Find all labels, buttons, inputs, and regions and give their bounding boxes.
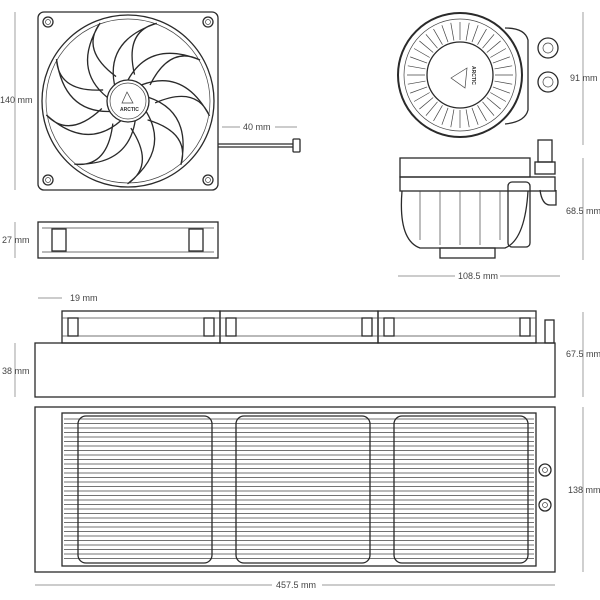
- fan-blade: [127, 111, 156, 185]
- pump-fin: [482, 34, 495, 49]
- fan-blade: [127, 52, 201, 86]
- radiator-length-label: 457.5 mm: [276, 580, 316, 590]
- fan-blade: [112, 22, 158, 86]
- pump-fin: [413, 92, 430, 102]
- fan-blade: [147, 96, 184, 165]
- pump-width-label: 108.5 mm: [458, 271, 498, 281]
- pump-fin: [450, 109, 455, 128]
- pump-fin: [486, 97, 501, 110]
- pump-fin: [490, 92, 507, 102]
- radiator-side-view: [34, 310, 556, 398]
- fan-connector: [292, 138, 301, 153]
- pump-fin: [441, 107, 449, 125]
- radiator-front-view: [34, 406, 556, 573]
- fan-blade: [87, 22, 117, 98]
- fan-front-view: ARCTIC: [37, 11, 301, 191]
- pump-fin: [486, 40, 501, 53]
- svg-text:ARCTIC: ARCTIC: [470, 66, 476, 85]
- arctic-logo: ARCTIC: [120, 91, 139, 113]
- pump-fin: [492, 56, 510, 64]
- pump-fin: [413, 48, 430, 58]
- pump-fin: [471, 25, 479, 43]
- pump-depth-label: 68.5 mm: [566, 206, 600, 216]
- fan-side-view: [37, 221, 219, 259]
- fan-depth-label: 27 mm: [2, 235, 30, 245]
- pump-fin: [482, 101, 495, 116]
- fan-blades: [45, 22, 211, 185]
- pump-fin: [419, 40, 434, 53]
- pump-fin: [425, 34, 438, 49]
- pump-fin: [477, 28, 487, 45]
- svg-text:ARCTIC: ARCTIC: [120, 107, 139, 113]
- pump-fin: [494, 65, 513, 70]
- fan-blade: [45, 108, 122, 135]
- pump-fin: [433, 105, 443, 122]
- fan-blade: [74, 120, 136, 166]
- radiator-thickness-label: 38 mm: [2, 366, 30, 376]
- pump-fin: [471, 107, 479, 125]
- pump-fin: [407, 65, 426, 70]
- pump-fin: [477, 105, 487, 122]
- pump-fin: [407, 80, 426, 85]
- radiator-with-fans-label: 67.5 mm: [566, 349, 600, 359]
- pump-fin: [441, 25, 449, 43]
- fan-height-label: 140 mm: [0, 95, 33, 105]
- fan-blade: [55, 59, 110, 113]
- pump-fin: [465, 109, 470, 128]
- pump-fin: [492, 86, 510, 94]
- cable-length-label: 40 mm: [243, 122, 271, 132]
- pump-fin: [465, 22, 470, 41]
- pump-fin: [425, 101, 438, 116]
- pump-fin: [410, 86, 428, 94]
- pump-fin: [410, 56, 428, 64]
- fan-offset-label: 19 mm: [70, 293, 98, 303]
- pump-fin: [433, 28, 443, 45]
- radiator-height-label: 138 mm: [568, 485, 600, 495]
- pump-fin: [450, 22, 455, 41]
- pump-top-view: ARCTIC: [397, 12, 559, 138]
- pump-fin: [490, 48, 507, 58]
- pump-side-view: [399, 139, 557, 259]
- pump-fin: [419, 97, 434, 110]
- pump-height-label: 91 mm: [570, 73, 598, 83]
- pump-fin: [494, 80, 513, 85]
- fan-blade: [141, 80, 211, 117]
